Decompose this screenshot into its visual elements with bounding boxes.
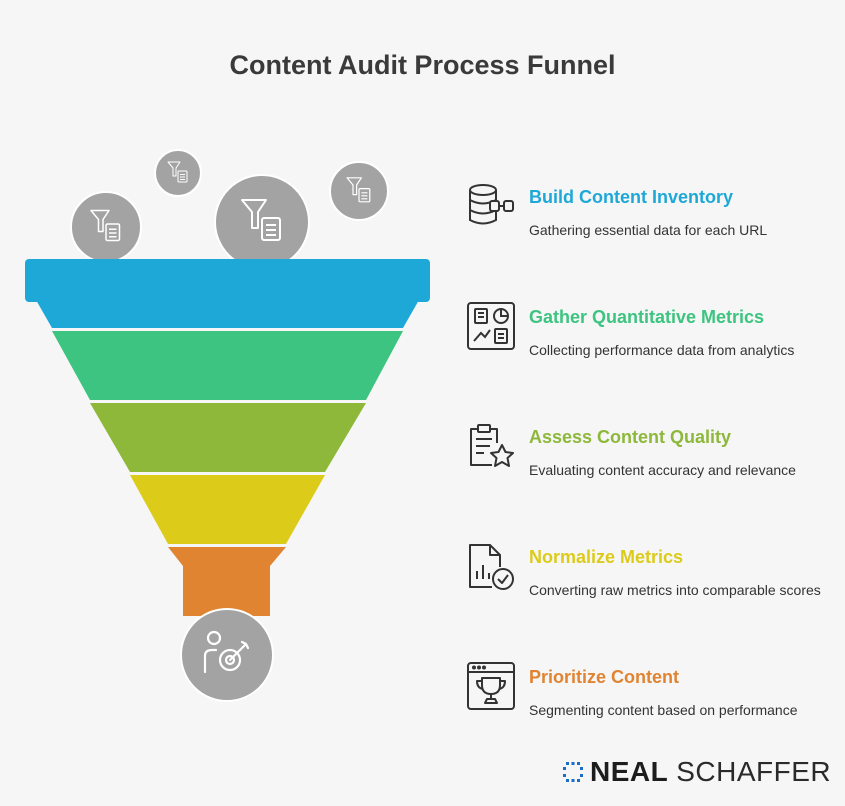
- funnel-stage-5: [168, 547, 286, 616]
- funnel-graphic: [25, 149, 430, 702]
- funnel-stage-4: [130, 475, 325, 544]
- document-check-icon: [469, 544, 514, 590]
- step-title: Build Content Inventory: [529, 187, 733, 207]
- logo-text-bold: NEAL: [590, 756, 669, 787]
- funnel-stage-3: [90, 403, 366, 472]
- logo-chip-icon: [563, 762, 583, 782]
- step-title: Assess Content Quality: [529, 427, 732, 447]
- funnel-stage-2: [52, 331, 403, 400]
- browser-trophy-icon: [467, 662, 515, 710]
- filter-doc-icon: [167, 161, 188, 183]
- filter-doc-icon: [346, 177, 371, 203]
- logo-text-light: SCHAFFER: [676, 756, 832, 787]
- step-description: Gathering essential data for each URL: [529, 222, 768, 238]
- neal-schaffer-logo: NEAL SCHAFFER: [562, 756, 831, 788]
- step-title: Normalize Metrics: [529, 547, 684, 567]
- funnel-stage-1: [36, 300, 419, 328]
- step-description: Collecting performance data from analyti…: [529, 342, 795, 358]
- clipboard-star-icon: [470, 424, 514, 467]
- funnel-stage-1-rim: [25, 259, 430, 302]
- step-description: Converting raw metrics into comparable s…: [529, 582, 821, 598]
- filter-doc-icon: [90, 209, 121, 242]
- filter-doc-icon: [241, 199, 281, 241]
- database-link-icon: [469, 184, 514, 225]
- target-person-bubble: [180, 608, 274, 702]
- step-description: Segmenting content based on performance: [529, 702, 798, 718]
- step-description: Evaluating content accuracy and relevanc…: [529, 462, 796, 478]
- person-target-icon: [203, 630, 250, 674]
- page-title: Content Audit Process Funnel: [229, 50, 616, 80]
- dashboard-icon: [467, 302, 515, 350]
- step-title: Gather Quantitative Metrics: [529, 307, 765, 327]
- step-title: Prioritize Content: [529, 667, 680, 687]
